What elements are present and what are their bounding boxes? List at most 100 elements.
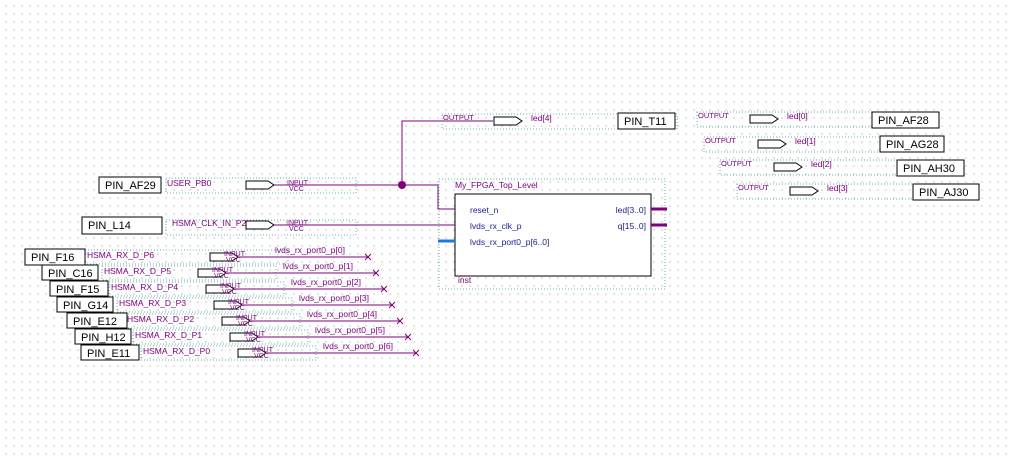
port-label: lvds_rx_port0_p[4] [307,309,377,319]
input-symbol [205,284,235,294]
output-symbol [757,139,787,149]
io-type-label: OUTPUT [443,113,474,122]
io-type-label: INPUT [224,251,246,258]
signal-label: led[2] [811,159,832,169]
signal-label: led[0] [787,111,808,121]
io-type-label: INPUT [212,267,234,274]
pin-box [912,183,980,201]
port-label: lvds_rx_port0_p[5] [315,325,385,335]
pin-box [41,264,99,281]
port-q: q[15..0] [618,221,646,231]
block-body [454,193,652,277]
vcc-label: VCC [222,289,237,296]
input-symbol [209,252,239,262]
pin-label: PIN_AH30 [903,163,955,175]
io-type-label: INPUT [220,283,242,290]
input-outline [108,281,285,297]
vcc-label: VCC [254,353,269,360]
input-symbol [229,332,259,342]
output-outline [441,113,678,130]
port-led: led[3..0] [616,205,646,215]
pin-label: PIN_L14 [88,220,131,232]
pin-label: PIN_E12 [73,316,117,328]
signal-label: HSMA_RX_D_P0 [143,346,210,356]
output-outline [719,159,965,176]
input-hsma-clk-in-p2[interactable]: PIN_L14 HSMA_CLK_IN_P2 INPUT VCC [81,216,357,236]
input-user-pb0[interactable]: PIN_AF29 USER_PB0 INPUT VCC [98,176,357,194]
pin-label: PIN_AF29 [105,180,156,192]
signal-label: HSMA_RX_D_P4 [111,282,178,292]
pin-label: PIN_AJ30 [919,187,969,199]
input-symbol [237,348,267,358]
pin-label: PIN_G14 [63,300,108,312]
pin-label: PIN_H12 [81,332,126,344]
input-symbol [197,268,227,278]
pin-label: PIN_E11 [87,348,130,360]
io-type-label: INPUT [287,220,309,227]
top-level-block[interactable]: My_FPGA_Top_Level reset_n lvds_rx_clk_p … [438,178,666,290]
signal-label: HSMA_RX_D_P6 [87,250,154,260]
port-label: lvds_rx_port0_p[1] [283,261,353,271]
input-outline [116,297,293,313]
port-lvds-rx-clk-p: lvds_rx_clk_p [470,221,522,231]
output-led2[interactable]: OUTPUT led[2] PIN_AH30 [719,159,965,177]
pin-label: PIN_AF28 [878,115,929,127]
io-type-label: INPUT [287,180,309,187]
vcc-label: VCC [230,305,245,312]
block-instance: inst [458,275,472,285]
output-outline [703,136,945,153]
input-outline [132,329,309,345]
pin-box [871,111,940,129]
output-symbol [749,114,779,124]
vcc-label: VCC [238,321,253,328]
io-type-label: INPUT [236,315,258,322]
port-label: lvds_rx_port0_p[0] [275,245,345,255]
signal-label: HSMA_RX_D_P1 [135,330,202,340]
no-connect-mark [396,317,404,325]
pin-box [74,328,132,345]
input-outline [165,177,357,194]
vcc-label: VCC [289,186,304,193]
signal-label: led[4] [531,113,552,123]
input-outline [124,313,301,329]
pin-box [617,112,676,130]
signal-label: USER_PB0 [167,178,212,188]
output-symbol [773,162,803,172]
pin-box [49,280,109,297]
signal-label: HSMA_RX_D_P2 [127,314,194,324]
io-type-label: INPUT [244,331,266,338]
pin-box [98,176,162,194]
io-type-label: INPUT [252,347,274,354]
port-reset-n: reset_n [470,205,499,215]
io-type-label: OUTPUT [705,136,736,145]
signal-label: HSMA_CLK_IN_P2 [172,218,246,228]
signal-label: led[3] [827,183,848,193]
io-type-label: OUTPUT [721,159,752,168]
input-outline [140,345,317,361]
pin-label: PIN_F15 [56,284,99,296]
io-type-label: INPUT [228,299,250,306]
no-connect-mark [372,269,380,277]
pin-label: PIN_C16 [48,268,93,280]
signal-label: HSMA_RX_D_P5 [104,266,171,276]
no-connect-mark [404,333,412,341]
pin-box [81,216,163,235]
pin-box [896,159,965,177]
block-name: My_FPGA_Top_Level [455,180,538,190]
pin-label: PIN_F16 [31,252,74,264]
vcc-label: VCC [289,226,304,233]
